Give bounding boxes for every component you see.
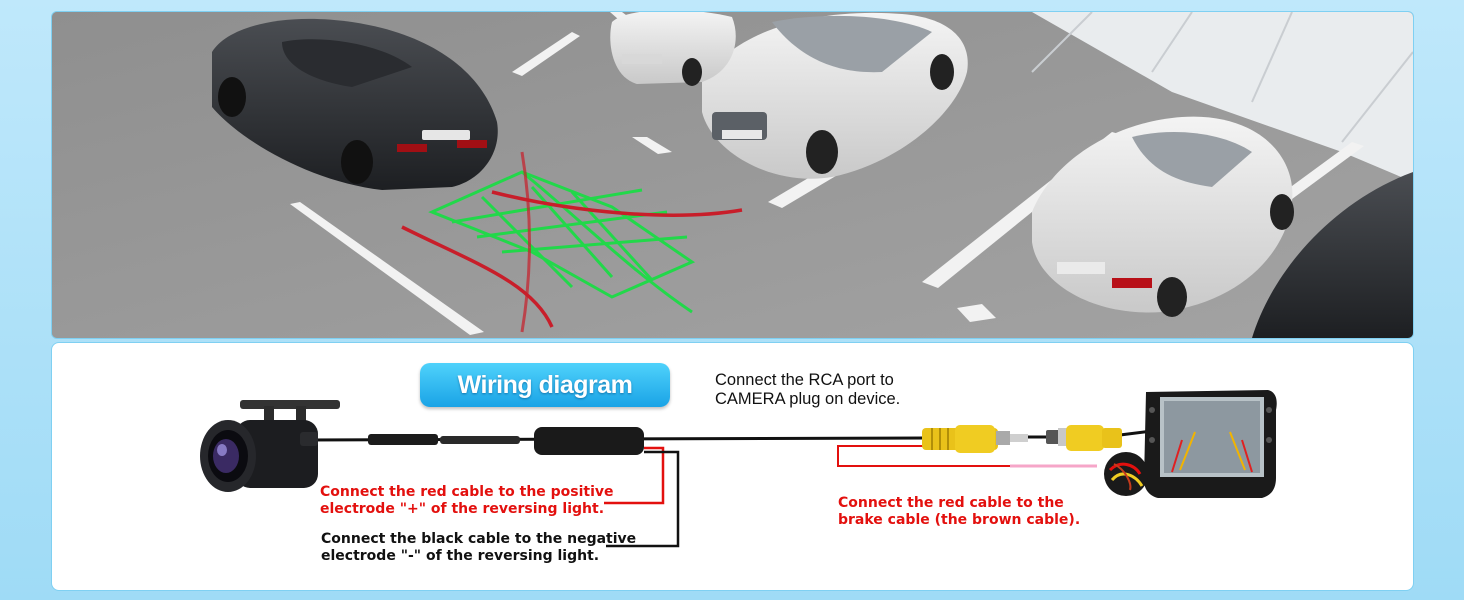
red-positive-note: Connect the red cable to the positive el…: [320, 484, 614, 518]
rca-note-line: CAMERA plug on device.: [715, 390, 901, 408]
head-unit-icon: [1144, 390, 1277, 498]
rca-plug-icon: [1046, 425, 1122, 451]
parking-illustration: [51, 11, 1414, 339]
cable-connector: [440, 436, 520, 444]
red-power-wire: [604, 446, 665, 505]
wiring-diagram-title-badge: Wiring diagram: [420, 363, 670, 407]
car-icon: [610, 12, 736, 86]
brake-note: Connect the red cable to the brake cable…: [838, 495, 1080, 529]
red-positive-note-line: Connect the red cable to the positive: [320, 484, 614, 500]
rca-note: Connect the RCA port to CAMERA plug on d…: [715, 371, 900, 409]
parking-scene: [52, 12, 1413, 338]
car-icon: [1032, 116, 1294, 317]
wiring-diagram-title: Wiring diagram: [457, 371, 633, 399]
brake-wire: [837, 445, 1097, 467]
parking-guide-lines: [401, 151, 743, 333]
black-ground-wire: [606, 450, 680, 548]
brake-note-line: brake cable (the brown cable).: [838, 512, 1081, 528]
camera-icon: [200, 400, 340, 492]
rca-plug-icon: [922, 425, 1028, 453]
red-positive-note-line: electrode "+" of the reversing light.: [320, 501, 605, 517]
black-negative-note-line: electrode "-" of the reversing light.: [321, 548, 600, 564]
sidewalk: [1032, 12, 1413, 182]
wire-bundle-icon: [1104, 452, 1148, 496]
car-icon: [702, 12, 968, 179]
brake-note-line: Connect the red cable to the: [838, 495, 1064, 511]
rca-note-line: Connect the RCA port to: [715, 371, 894, 389]
black-negative-note: Connect the black cable to the negative …: [321, 531, 636, 565]
car-icon: [1252, 172, 1413, 338]
cable-connector: [368, 434, 438, 445]
black-negative-note-line: Connect the black cable to the negative: [321, 531, 637, 547]
car-icon: [212, 18, 498, 190]
splitter-box: [534, 427, 644, 455]
